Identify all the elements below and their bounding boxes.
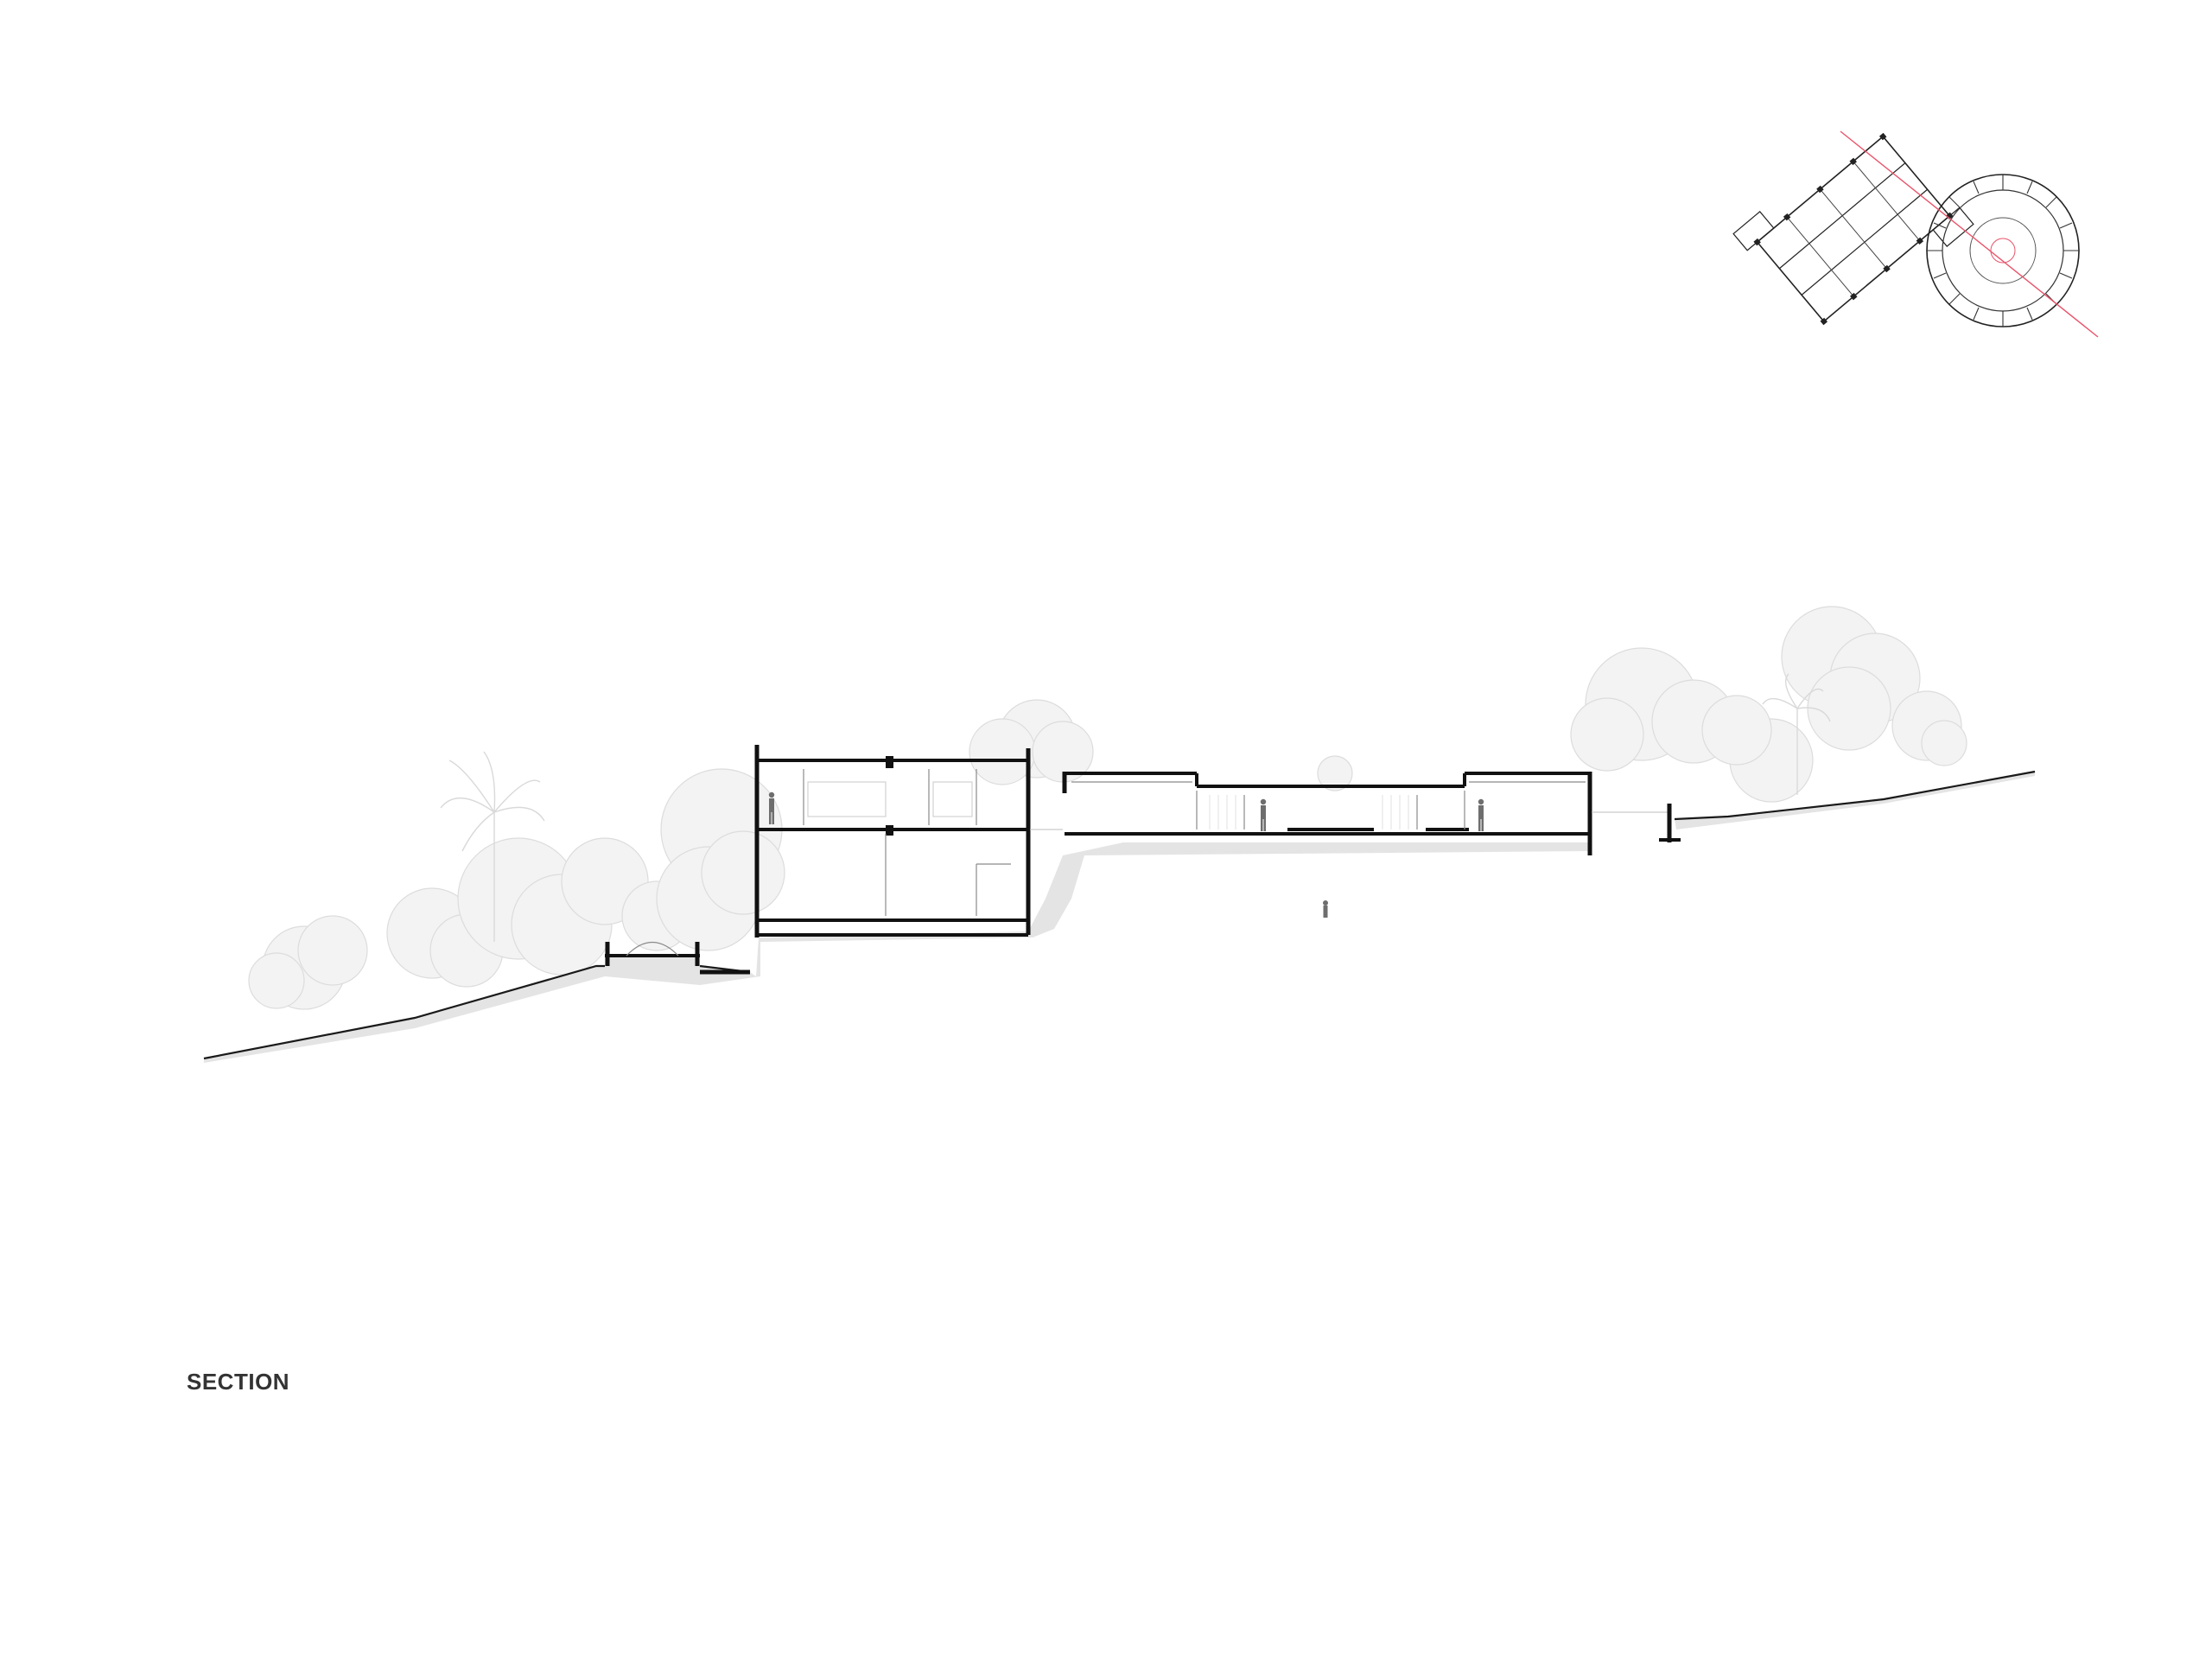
ground-right <box>1675 772 2035 830</box>
main-pavilion-block <box>1062 772 1681 855</box>
site-key-plan-icon <box>1732 130 2099 338</box>
garden-pavilion <box>605 942 750 975</box>
trees-left <box>248 751 785 1010</box>
trees-middle <box>969 699 1353 791</box>
two-storey-block <box>754 745 1063 938</box>
trees-right <box>1570 606 1967 803</box>
drawing-title: SECTION <box>187 1369 290 1395</box>
human-figures <box>768 791 1484 918</box>
